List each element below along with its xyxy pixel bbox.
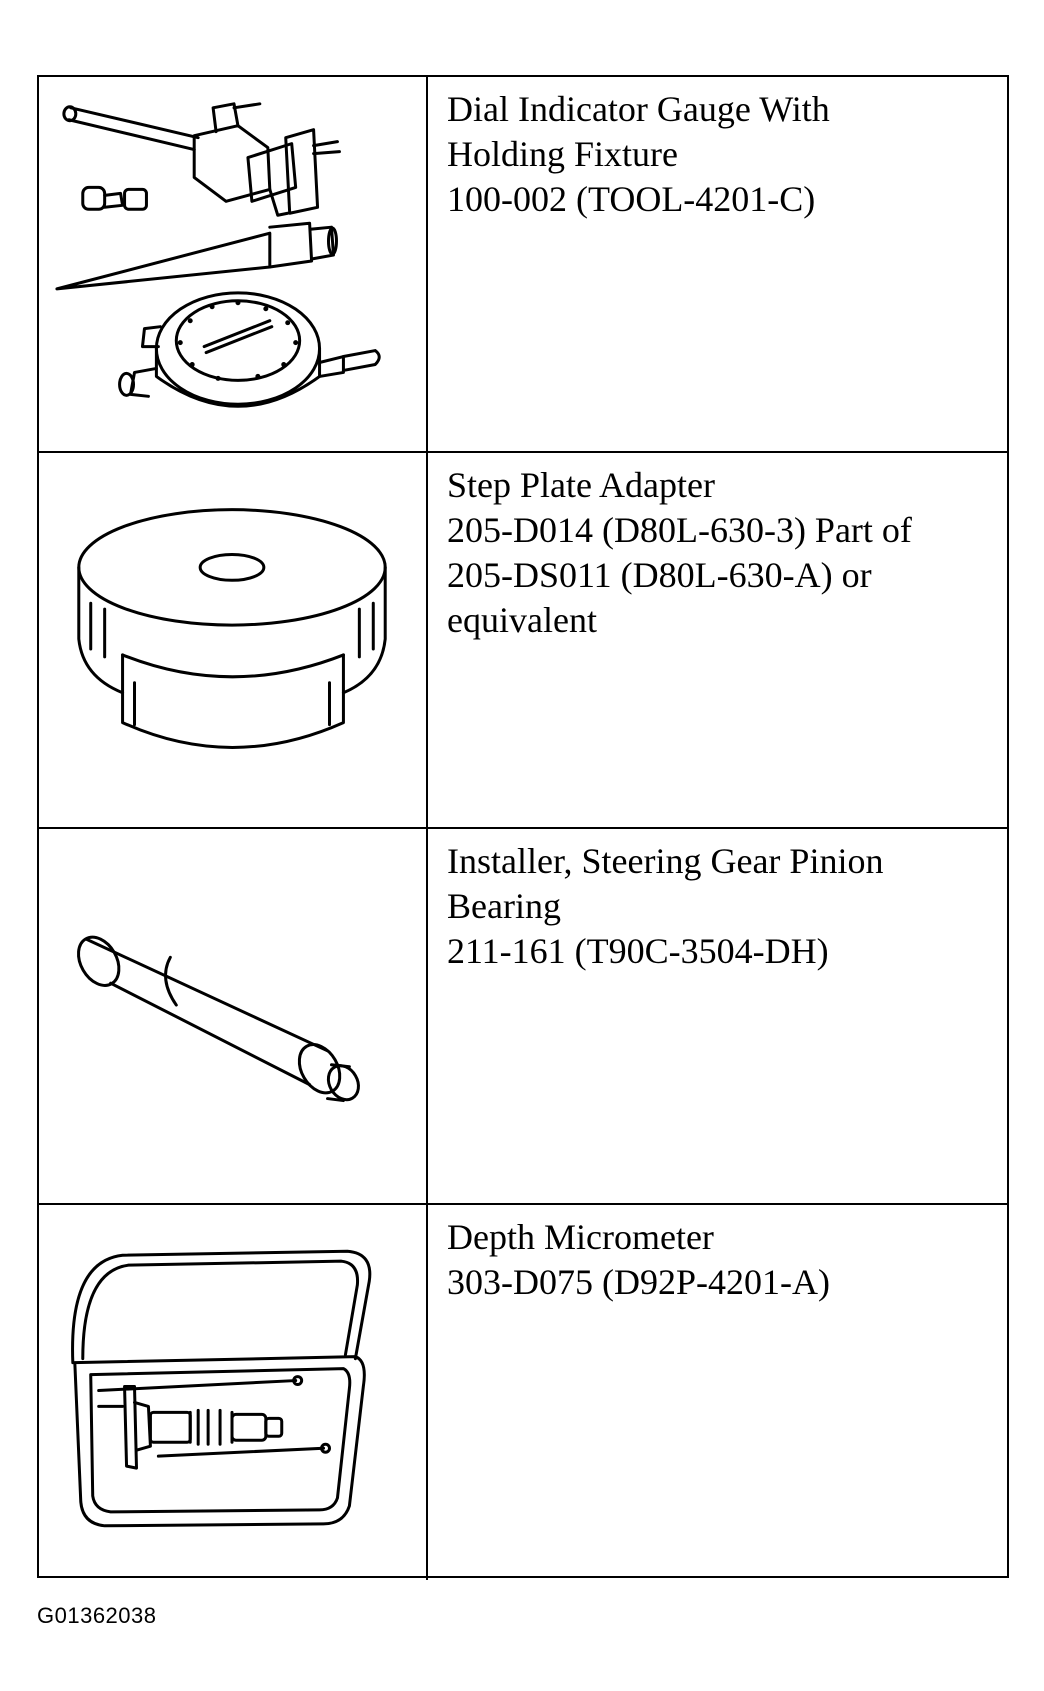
tool-description-dial-indicator: Dial Indicator Gauge With Holding Fixtur… (447, 87, 991, 222)
tool-row-depth-micrometer: Depth Micrometer 303-D075 (D92P-4201-A) (39, 1205, 1007, 1580)
tool-name-line-1: Step Plate Adapter (447, 465, 715, 505)
tool-description-depth-micrometer: Depth Micrometer 303-D075 (D92P-4201-A) (447, 1215, 991, 1305)
tool-row-pinion-bearing-installer: Installer, Steering Gear Pinion Bearing … (39, 829, 1007, 1205)
special-tools-table: Dial Indicator Gauge With Holding Fixtur… (37, 75, 1009, 1580)
tool-part-number: 100-002 (TOOL-4201-C) (447, 179, 816, 219)
figure-code: G01362038 (37, 1603, 157, 1628)
tool-note: equivalent (447, 600, 597, 640)
tool-row-step-plate-adapter: Step Plate Adapter 205-D014 (D80L-630-3)… (39, 453, 1007, 829)
tool-name-line-2: Holding Fixture (447, 134, 678, 174)
tool-part-number-1: 205-D014 (D80L-630-3) Part of (447, 510, 912, 550)
tool-name-line-2: Bearing (447, 886, 561, 926)
tool-description-step-plate-adapter: Step Plate Adapter 205-D014 (D80L-630-3)… (447, 463, 991, 643)
depth-micrometer-illustration (39, 1205, 428, 1580)
tool-name-line-1: Dial Indicator Gauge With (447, 89, 830, 129)
tool-name-line-1: Depth Micrometer (447, 1217, 714, 1257)
tool-part-number: 211-161 (T90C-3504-DH) (447, 931, 829, 971)
tool-description-pinion-bearing-installer: Installer, Steering Gear Pinion Bearing … (447, 839, 991, 974)
tool-name-line-1: Installer, Steering Gear Pinion (447, 841, 884, 881)
pinion-bearing-installer-illustration (39, 829, 428, 1203)
dial-indicator-illustration (39, 77, 428, 451)
tool-part-number: 303-D075 (D92P-4201-A) (447, 1262, 830, 1302)
step-plate-adapter-illustration (39, 453, 428, 827)
tool-part-number-2: 205-DS011 (D80L-630-A) or (447, 555, 872, 595)
tool-row-dial-indicator: Dial Indicator Gauge With Holding Fixtur… (39, 77, 1007, 453)
